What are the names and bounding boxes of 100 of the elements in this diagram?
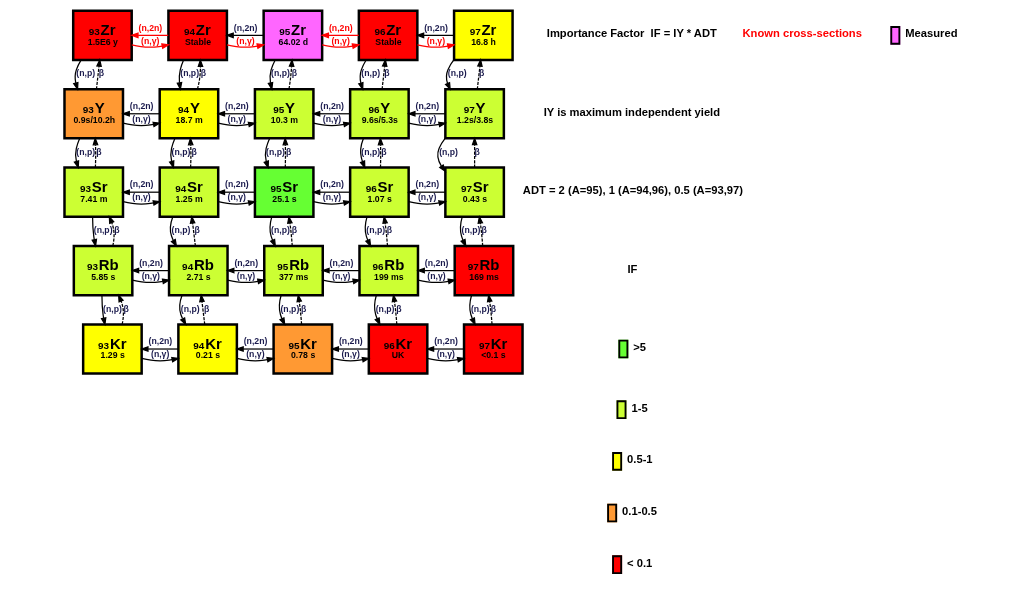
edge-label: (n,p) <box>447 68 467 79</box>
arrow <box>426 356 466 363</box>
arrow <box>357 59 367 91</box>
node-box: 97Zr 16.8 h <box>452 9 514 62</box>
node-box: 96Zr Stable <box>357 9 419 62</box>
edge-label: β <box>384 68 390 79</box>
node-box: 94Y 18.7 m <box>158 87 220 140</box>
arrow <box>381 58 388 90</box>
edge-label: β <box>286 146 292 157</box>
arrow <box>100 294 107 327</box>
node-box: 93Y 0.9s/10.2h <box>63 87 125 140</box>
edge-label: (n,p) <box>76 146 96 157</box>
arrow <box>227 278 267 285</box>
arrow <box>312 121 352 128</box>
edge-label: (n,2n) <box>415 100 440 111</box>
edge-label: (n,2n) <box>328 22 353 33</box>
arrow <box>236 356 276 363</box>
arrow <box>216 189 256 196</box>
legend-label: 1-5 <box>631 401 648 414</box>
edge-label: (n,p) <box>271 68 290 79</box>
arrow <box>121 189 161 196</box>
legend-label: >5 <box>633 341 647 354</box>
node-box: 94Sr 1.25 m <box>158 166 220 218</box>
label: Importance Factor IF = IY * ADT <box>546 27 717 40</box>
arrow <box>406 110 446 117</box>
edge-label: (n,p) <box>76 68 96 79</box>
arrow <box>122 200 162 206</box>
arrow <box>321 43 361 50</box>
node-box: 94Rb 2.71 s <box>167 244 229 297</box>
edge-label: (n,γ) <box>322 192 342 203</box>
edge-label: (n,p) <box>180 303 200 314</box>
edge-label: (n,2n) <box>225 179 249 190</box>
node-box: 97Rb 169 ms <box>453 244 515 297</box>
edge-label: (n,p) <box>439 146 458 157</box>
node-box: 96Rb 199 ms <box>358 244 420 297</box>
edge-label: (n,2n) <box>129 179 154 190</box>
arrow <box>117 293 125 325</box>
edge-label: (n,2n) <box>225 100 249 111</box>
node-box: 96Y 9.6s/5.3s <box>348 87 410 140</box>
arrow <box>176 59 185 91</box>
arrow <box>312 200 352 206</box>
edge-label: (n,γ) <box>132 192 151 203</box>
edge-label: (n,p) <box>266 146 285 157</box>
arrow <box>267 59 276 91</box>
edge-label: (n,γ) <box>426 35 446 46</box>
arrow <box>92 136 99 169</box>
edge-label: (n,γ) <box>436 349 456 360</box>
edge-label: β <box>98 68 105 79</box>
edge-label: β <box>386 225 393 236</box>
arrow <box>417 278 457 285</box>
node-box: 95Kr 0.78 s <box>272 323 334 375</box>
edge-label: (n,p) <box>361 146 381 157</box>
arrow <box>321 267 360 274</box>
node-box: 96Kr UK <box>367 323 429 375</box>
arrow <box>122 121 162 128</box>
edge-label: (n,γ) <box>132 113 151 124</box>
arrow <box>141 356 181 363</box>
edge-label: (n,2n) <box>338 336 363 347</box>
edge-label: (n,p) <box>171 146 191 157</box>
arrow <box>416 267 456 274</box>
arrow <box>364 216 372 248</box>
edge-label: (n,p) <box>103 303 122 314</box>
arrow <box>311 189 351 196</box>
legend-label: < 0.1 <box>627 556 653 569</box>
arrow <box>189 214 196 247</box>
arrow <box>469 294 476 327</box>
arrow <box>91 216 98 248</box>
arrow <box>217 121 257 128</box>
arrow <box>406 189 446 196</box>
arrow <box>225 32 265 39</box>
arrow <box>286 215 293 247</box>
arrow <box>73 137 81 170</box>
edge-label: β <box>291 68 297 79</box>
edge-label: β <box>300 303 307 314</box>
arrow <box>168 137 176 170</box>
arrow <box>382 215 389 247</box>
arrow <box>425 345 465 353</box>
edge-label: β <box>481 225 487 236</box>
node-box: 93Sr 7.41 m <box>63 166 125 218</box>
edge-label: (n,γ) <box>141 270 161 281</box>
edge-label: β <box>396 303 402 314</box>
edge-label: (n,2n) <box>415 179 440 190</box>
arrow <box>169 216 178 248</box>
node-box: 95Y 10.3 m <box>253 87 315 140</box>
arrow <box>282 136 289 169</box>
edge-label: (n,γ) <box>227 192 246 203</box>
arrow <box>199 293 206 326</box>
arrow <box>263 137 271 170</box>
edge-label: β <box>123 303 129 314</box>
edge-label: (n,γ) <box>236 35 255 46</box>
edge-label: β <box>96 146 102 157</box>
edge-label: (n,γ) <box>331 35 350 46</box>
arrow <box>320 32 360 39</box>
edge-label: (n,p) <box>171 225 191 236</box>
edge-label: β <box>200 68 207 79</box>
edge-label: (n,2n) <box>320 100 344 111</box>
label: IY is maximum independent yield <box>543 105 721 118</box>
arrow <box>179 294 187 326</box>
arrow <box>296 293 303 325</box>
arrow <box>391 293 398 325</box>
